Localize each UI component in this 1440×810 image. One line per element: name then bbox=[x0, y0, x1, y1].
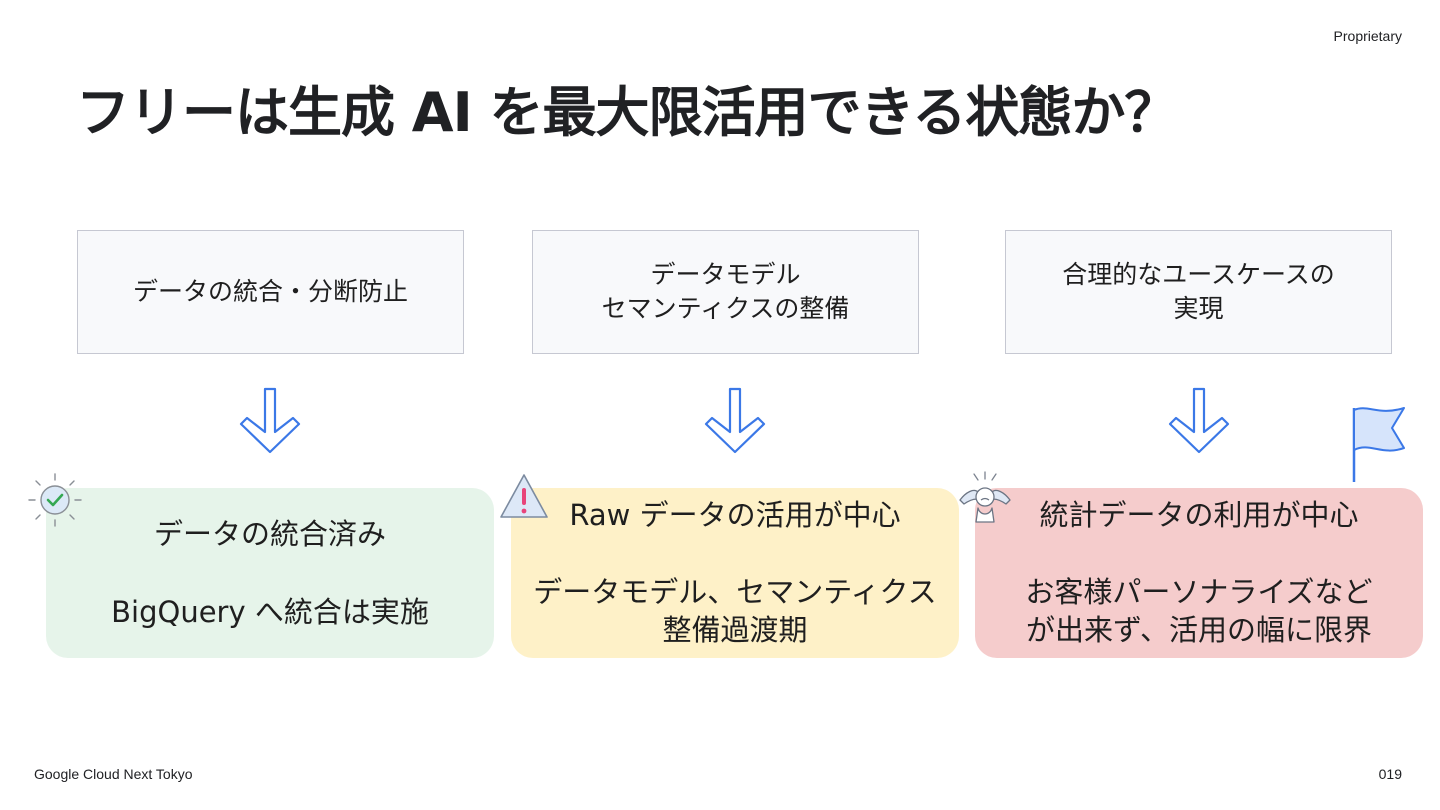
card-detail: お客様パーソナライズなど bbox=[1025, 575, 1373, 609]
footer-brand: Google Cloud Next Tokyo bbox=[34, 766, 193, 782]
top-box-data-integration: データの統合・分断防止 bbox=[77, 230, 464, 354]
arrow-down-icon bbox=[704, 387, 766, 454]
card-headline: データの統合済み bbox=[153, 517, 386, 551]
top-box-label: データの統合・分断防止 bbox=[132, 277, 408, 306]
card-detail: BigQuery へ統合は実施 bbox=[111, 595, 429, 629]
status-card-raw-data: Raw データの活用が中心 データモデル、セマンティクス 整備過渡期 bbox=[511, 488, 959, 658]
top-box-use-case: 合理的なユースケースの 実現 bbox=[1005, 230, 1392, 354]
top-box-data-model: データモデル セマンティクスの整備 bbox=[532, 230, 919, 354]
card-headline: Raw データの活用が中心 bbox=[569, 498, 901, 532]
top-box-label: 合理的なユースケースの bbox=[1062, 260, 1335, 289]
card-detail: 整備過渡期 bbox=[662, 613, 808, 647]
warning-icon bbox=[500, 474, 548, 518]
status-card-statistics: 統計データの利用が中心 お客様パーソナライズなど が出来ず、活用の幅に限界 bbox=[975, 488, 1423, 658]
frustrated-person-icon bbox=[959, 471, 1011, 523]
top-box-label: セマンティクスの整備 bbox=[601, 294, 850, 323]
card-headline: 統計データの利用が中心 bbox=[1039, 498, 1359, 532]
status-card-integrated: データの統合済み BigQuery へ統合は実施 bbox=[46, 488, 494, 658]
card-detail: が出来ず、活用の幅に限界 bbox=[1026, 613, 1372, 647]
flag-icon bbox=[1352, 407, 1405, 482]
check-icon bbox=[28, 473, 82, 527]
arrow-down-icon bbox=[239, 387, 301, 454]
arrow-down-icon bbox=[1168, 387, 1230, 454]
page-number: 019 bbox=[1378, 766, 1402, 782]
slide-title: フリーは生成 AI を最大限活用できる状態か？ bbox=[76, 81, 1178, 144]
top-box-label: データモデル bbox=[650, 260, 801, 289]
proprietary-label: Proprietary bbox=[1333, 28, 1402, 44]
card-detail: データモデル、セマンティクス bbox=[533, 575, 937, 609]
top-box-label: 実現 bbox=[1173, 294, 1224, 323]
